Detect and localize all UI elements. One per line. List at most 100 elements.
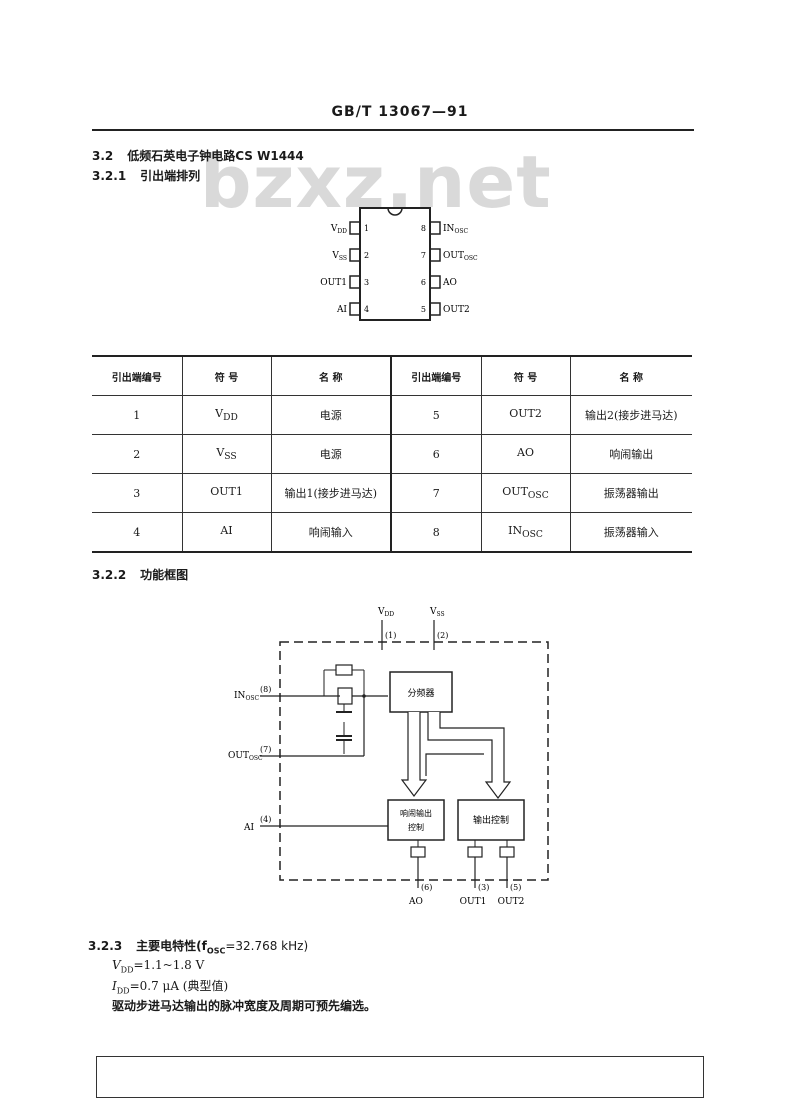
out2-pin: (5)	[510, 883, 521, 892]
section-3-2-3: 3.2.3 主要电特性(fOSC=32.768 kHz)	[88, 937, 308, 955]
header-cell: 名 称	[569, 355, 692, 396]
ic-pin-label: OUT1	[320, 278, 347, 288]
feedback-resistor	[335, 664, 353, 676]
ic-pin-number: 5	[421, 305, 426, 314]
pin-table: 引出端编号 符 号 名 称 引出端编号 符 号 名 称 1 VDD 电源 5 O…	[92, 355, 692, 553]
pin-name: 输出1(接步进马达)	[270, 473, 391, 513]
inverter-symbol	[337, 687, 353, 705]
table-row: 4 AI 响闹输入 8 INOSC 振荡器输入	[92, 512, 692, 553]
section-title-tail: =32.768 kHz)	[225, 939, 309, 953]
header-cell: 符 号	[181, 355, 271, 396]
section-title: 引出端排列	[140, 169, 201, 183]
pin-symbol: OUTOSC	[480, 473, 570, 513]
ic-pin-number: 7	[421, 251, 426, 260]
pin-number: 8	[390, 512, 481, 553]
vss-label: VSS	[429, 607, 445, 618]
table-header-row: 引出端编号 符 号 名 称 引出端编号 符 号 名 称	[92, 355, 692, 396]
ic-pin-number: 4	[364, 305, 369, 314]
header-cell: 名 称	[270, 355, 391, 396]
pin-name: 振荡器输出	[569, 473, 692, 513]
ic-pin-right	[429, 221, 441, 235]
ic-pin-left	[349, 275, 361, 289]
section-title: 功能框图	[140, 568, 189, 582]
table-row: 2 VSS 电源 6 AO 响闹输出	[92, 434, 692, 474]
alarm-block-label-2: 控制	[408, 822, 424, 832]
section-3-2-2: 3.2.2 功能框图	[92, 566, 188, 583]
ic-pin-left	[349, 221, 361, 235]
ai-pin: (4)	[260, 815, 271, 824]
section-title: 主要电特性(f	[136, 939, 207, 953]
pin-name: 输出2(接步进马达)	[569, 395, 692, 435]
pin-symbol: OUT2	[480, 395, 570, 435]
out2-label: OUT2	[498, 897, 525, 907]
output-control-block	[457, 799, 525, 841]
alarm-output-control-block	[387, 799, 445, 841]
section-number: 3.2.2	[92, 568, 127, 582]
ic-pin-label: VSS	[331, 251, 347, 262]
pin-symbol: OUT1	[181, 473, 271, 513]
spec-vdd: VDD=1.1~1.8 V	[112, 958, 205, 975]
section-title: 低频石英电子钟电路CS W1444	[127, 149, 304, 163]
in-osc-label: INOSC	[234, 691, 259, 702]
arrow-to-output-ctrl	[427, 712, 512, 799]
section-3-2-1: 3.2.1 引出端排列	[92, 167, 200, 184]
pin-number: 5	[390, 395, 481, 435]
section-title-sub: OSC	[206, 946, 226, 956]
watermark: bzxz.net	[200, 140, 552, 224]
pin-number: 4	[92, 512, 182, 553]
ic-pin-number: 3	[364, 278, 369, 287]
spec-idd: IDD=0.7 μA (典型值)	[112, 979, 229, 996]
pin-symbol: INOSC	[480, 512, 570, 553]
out1-label: OUT1	[460, 897, 487, 907]
spec-note: 驱动步进马达输出的脉冲宽度及周期可预先编选。	[112, 999, 377, 1013]
ic-pin-number: 6	[421, 278, 426, 287]
pin-number: 2	[92, 434, 182, 474]
ic-pin-label: AO	[442, 278, 457, 288]
pin-symbol: VSS	[181, 434, 271, 474]
table-row: 3 OUT1 输出1(接步进马达) 7 OUTOSC 振荡器输出	[92, 473, 692, 513]
section-number: 3.2	[92, 149, 114, 163]
out-osc-label: OUTOSC	[228, 751, 263, 762]
header-cell: 引出端编号	[92, 355, 182, 396]
table-row: 1 VDD 电源 5 OUT2 输出2(接步进马达)	[92, 395, 692, 435]
out-osc-pin: (7)	[260, 745, 271, 754]
section-number: 3.2.3	[88, 939, 123, 953]
pin-name: 电源	[270, 395, 391, 435]
section-3-2: 3.2 低频石英电子钟电路CS W1444	[92, 147, 304, 164]
ic-pin-right	[429, 248, 441, 262]
header-cell: 符 号	[480, 355, 570, 396]
out2-buffer	[499, 846, 515, 858]
out1-buffer	[467, 846, 483, 858]
ic-pin-label: OUT2	[443, 305, 470, 315]
pin-number: 3	[92, 473, 182, 513]
out1-pin: (3)	[478, 883, 489, 892]
ao-buffer	[410, 846, 426, 858]
ic-pin-right	[429, 275, 441, 289]
ai-label: AI	[243, 823, 254, 833]
arrow-to-alarm	[400, 712, 428, 797]
footer-box	[96, 1056, 704, 1098]
ao-label: AO	[408, 897, 423, 907]
vss-pin: (2)	[437, 631, 448, 640]
divider-block	[389, 671, 453, 713]
alarm-block-label-1: 响闹输出	[400, 808, 432, 818]
ic-pin-right	[429, 302, 441, 316]
section-number: 3.2.1	[92, 169, 127, 183]
ao-pin: (6)	[421, 883, 432, 892]
output-control-label: 输出控制	[473, 814, 509, 826]
pin-symbol: VDD	[181, 395, 271, 435]
standard-header: GB/T 13067—91	[331, 104, 469, 120]
pin-name: 电源	[270, 434, 391, 474]
pin-symbol: AI	[181, 512, 271, 553]
function-block-diagram: VDD (1) VSS (2) INOSC (8) OUTOSC (7) 分频器…	[228, 607, 549, 907]
in-osc-pin: (8)	[260, 685, 271, 694]
pin-number: 6	[390, 434, 481, 474]
ic-notch	[387, 207, 403, 216]
ic-body	[359, 207, 431, 321]
pin-name: 响闹输入	[270, 512, 391, 553]
ic-pin-left	[349, 302, 361, 316]
pin-symbol: AO	[480, 434, 570, 474]
ic-pin-number: 1	[364, 224, 369, 233]
vdd-label: VDD	[377, 607, 394, 618]
